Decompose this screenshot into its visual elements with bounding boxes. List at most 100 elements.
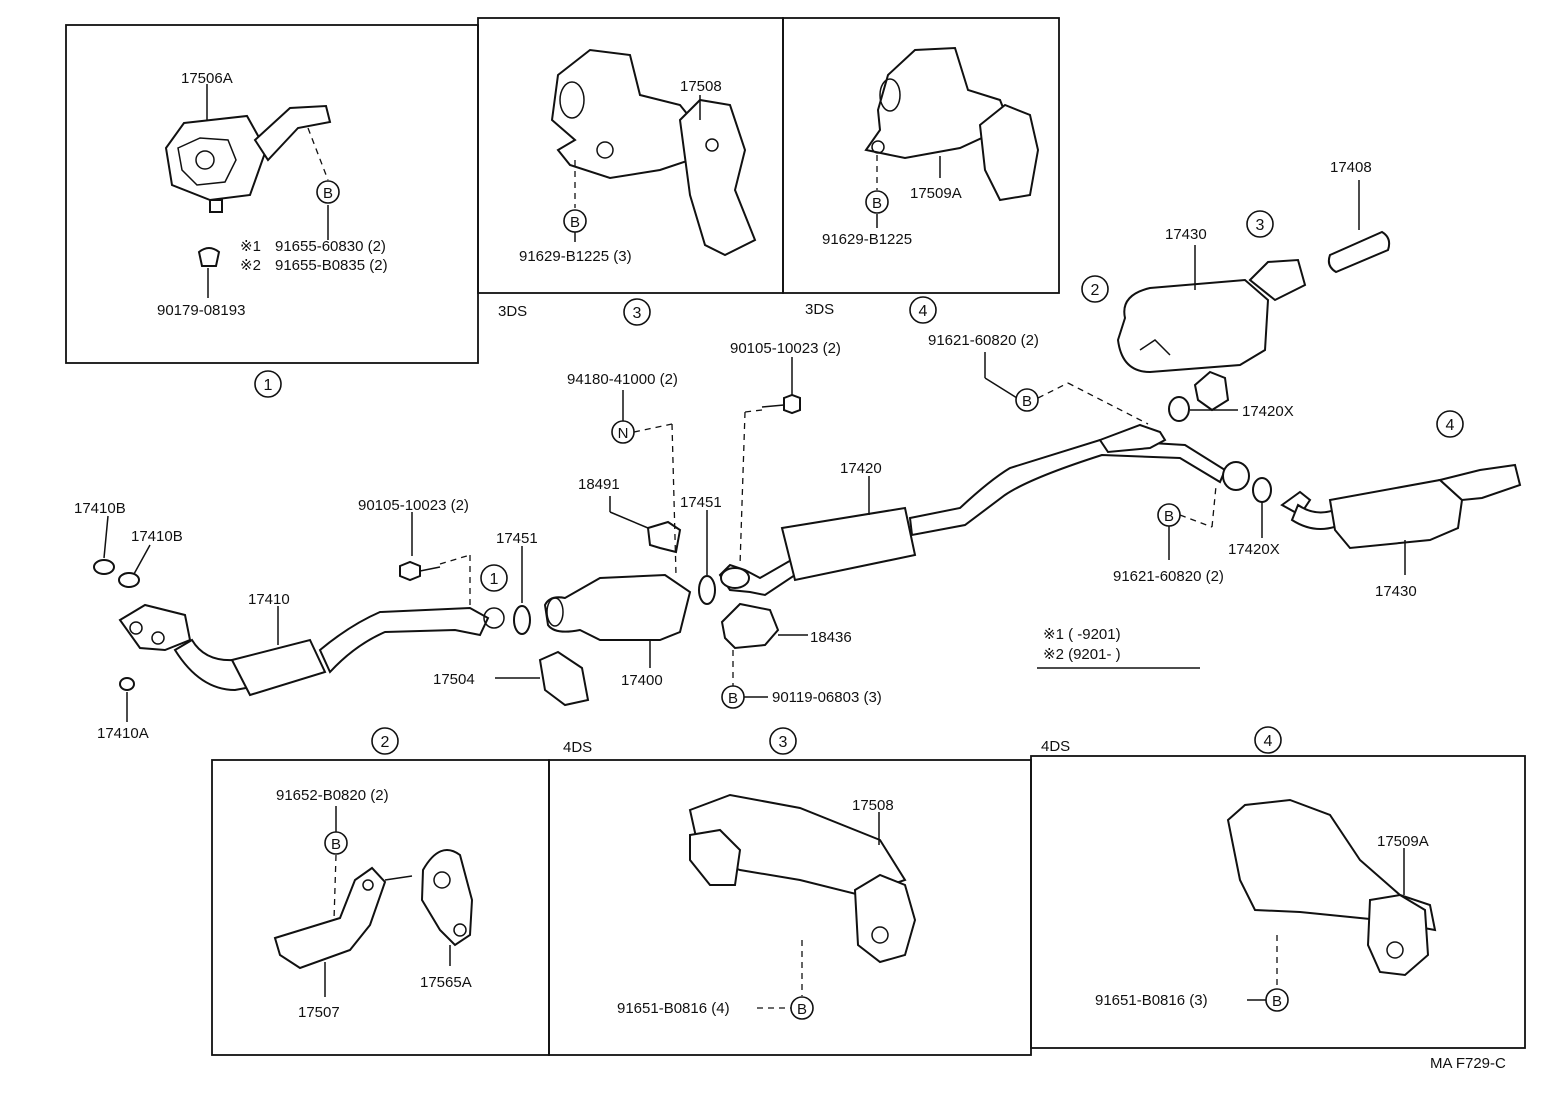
hanger-17508-top-drawing — [550, 48, 757, 257]
label-17509a-bottom: 17509A — [1377, 833, 1429, 850]
svg-text:B: B — [872, 195, 882, 212]
svg-text:B: B — [570, 214, 580, 231]
callout-3-main: 3 — [1246, 210, 1274, 238]
inset-2: 2 91652-B0820 (2) B 17507 17565A — [273, 727, 474, 1021]
label-90179-08193: 90179-08193 — [157, 302, 245, 319]
bolt-90105-center-drawing — [761, 393, 801, 415]
stay-18491-drawing — [646, 520, 682, 554]
label-90119: 90119-06803 (3) — [772, 689, 882, 706]
label-17509a-top: 17509A — [910, 185, 962, 202]
variant-3ds-a: 3DS — [498, 303, 527, 320]
label-91621-bottom: 91621-60820 (2) — [1113, 568, 1224, 585]
muffler-17430-bottom-drawing — [1280, 463, 1522, 550]
callout-3-inset: 3 — [623, 298, 651, 326]
label-91655-b0835: 91655-B0835 (2) — [275, 257, 388, 274]
svg-text:B: B — [1022, 393, 1032, 410]
callout-4-main: 4 — [1436, 410, 1464, 438]
gasket-17451a-drawing — [513, 605, 531, 635]
svg-text:B: B — [331, 836, 341, 853]
bracket-17504-drawing — [538, 650, 590, 707]
callout-b-inset3top: B — [563, 209, 587, 233]
svg-text:2: 2 — [1091, 282, 1100, 299]
label-17451b: 17451 — [680, 494, 722, 511]
note-mark-1: ※1 — [240, 238, 261, 255]
label-17507: 17507 — [298, 1004, 340, 1021]
svg-text:1: 1 — [490, 571, 499, 588]
note-mark-2: ※2 — [240, 257, 261, 274]
callout-1-inset: 1 — [254, 370, 282, 398]
gasket-17451b-drawing — [698, 575, 716, 605]
callout-n: N — [611, 420, 635, 444]
svg-text:3: 3 — [633, 305, 642, 322]
label-17410: 17410 — [248, 591, 290, 608]
svg-text:4: 4 — [1264, 733, 1273, 750]
inset-3-top: B 17508 91629-B1225 (3) 3DS 3 — [498, 48, 757, 326]
svg-text:2: 2 — [381, 734, 390, 751]
front-pipe-17410-drawing — [118, 603, 505, 697]
label-17420: 17420 — [840, 460, 882, 477]
variant-4ds-a: 4DS — [563, 739, 592, 756]
label-17400: 17400 — [621, 672, 663, 689]
svg-text:B: B — [1164, 508, 1174, 525]
label-17430-top: 17430 — [1165, 226, 1207, 243]
svg-text:3: 3 — [779, 734, 788, 751]
label-91629-b1225: 91629-B1225 — [822, 231, 912, 248]
label-17408: 17408 — [1330, 159, 1372, 176]
callout-b-reartop: B — [1015, 388, 1039, 412]
center-pipe-17420-drawing — [718, 423, 1250, 597]
svg-text:B: B — [728, 690, 738, 707]
drawing-code: MA F729-C — [1430, 1055, 1506, 1072]
note-line-1: ※1 ( -9201) — [1043, 626, 1121, 643]
callout-b-inset2: B — [324, 831, 348, 855]
label-18436: 18436 — [810, 629, 852, 646]
inset-3-bottom: 4DS 3 17508 B 91651-B0816 (4) — [563, 727, 917, 1020]
label-91655-60830: 91655-60830 (2) — [275, 238, 386, 255]
note-line-2: ※2 (9201- ) — [1043, 646, 1121, 663]
hanger-17508-bottom-drawing — [688, 793, 917, 964]
callout-2-main: 2 — [1081, 275, 1109, 303]
svg-text:4: 4 — [1446, 417, 1455, 434]
label-17420x-2: 17420X — [1228, 541, 1280, 558]
callout-2-inset: 2 — [371, 727, 399, 755]
label-90105-front: 90105-10023 (2) — [358, 497, 469, 514]
tail-17408-drawing — [1327, 230, 1391, 274]
label-18491: 18491 — [578, 476, 620, 493]
callout-4-inset-bottom: 4 — [1254, 726, 1282, 754]
gasket-17420x-2-drawing — [1252, 477, 1272, 503]
callout-b-inset4bot: B — [1265, 988, 1289, 1012]
svg-text:B: B — [323, 185, 333, 202]
gasket-17410b-1-drawing — [93, 559, 115, 575]
gasket-17410a-drawing — [119, 677, 135, 691]
svg-text:B: B — [1272, 993, 1282, 1010]
variant-4ds-b: 4DS — [1041, 738, 1070, 755]
converter-17400-drawing — [543, 573, 692, 641]
callout-b-inset4top: B — [865, 190, 889, 214]
label-17410b-1: 17410B — [74, 500, 126, 517]
callout-b-heat: B — [721, 685, 745, 709]
hanger-17506a-drawing — [164, 104, 332, 267]
label-91652: 91652-B0820 (2) — [276, 787, 389, 804]
label-90105-center: 90105-10023 (2) — [730, 340, 841, 357]
callout-1-main: 1 — [480, 564, 508, 592]
label-17430-bottom: 17430 — [1375, 583, 1417, 600]
label-17508-top: 17508 — [680, 78, 722, 95]
callout-b-inset3bot: B — [790, 996, 814, 1020]
hanger-17509a-bottom-drawing — [1226, 798, 1437, 977]
label-17508-bottom: 17508 — [852, 797, 894, 814]
label-17451a: 17451 — [496, 530, 538, 547]
label-17504: 17504 — [433, 671, 475, 688]
inset-1: B 17506A ※1 91655-60830 (2) ※2 91655-B08… — [157, 70, 388, 398]
callout-4-inset: 4 — [909, 296, 937, 324]
label-94180: 94180-41000 (2) — [567, 371, 678, 388]
label-17410b-2: 17410B — [131, 528, 183, 545]
svg-text:B: B — [797, 1001, 807, 1018]
hanger-17565a-drawing — [420, 849, 474, 947]
callout-b-rearbot: B — [1157, 503, 1181, 527]
muffler-17430-top-drawing — [1116, 258, 1307, 412]
svg-text:4: 4 — [919, 303, 928, 320]
callout-b-inset1: B — [316, 180, 340, 204]
inset-frames — [65, 17, 1526, 1056]
hanger-17509a-top-drawing — [864, 46, 1040, 202]
heat-insulator-18436-drawing — [720, 602, 780, 650]
